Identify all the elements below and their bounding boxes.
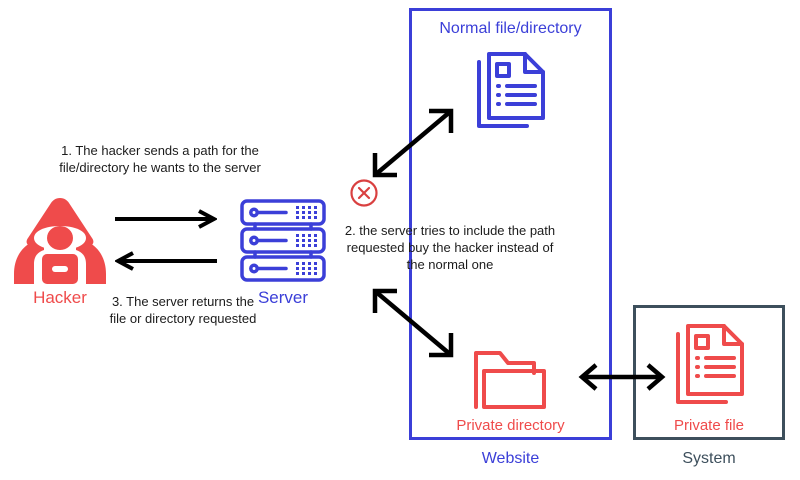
double-headed-horizontal-arrow-icon xyxy=(578,360,666,394)
x-circle-icon xyxy=(349,178,379,208)
open-folder-icon xyxy=(470,345,554,413)
arrow-right-icon xyxy=(115,208,219,230)
private-directory-label: Private directory xyxy=(456,417,565,434)
system-boundary-box xyxy=(633,305,785,440)
hacker-hooded-figure-icon xyxy=(12,198,108,284)
server-rack-icon xyxy=(238,198,328,284)
double-headed-diagonal-arrow-down-icon xyxy=(367,283,459,363)
arrow-left-icon xyxy=(113,250,217,272)
website-label: Website xyxy=(481,450,540,467)
step-3-description: 3. The server returns the file or direct… xyxy=(109,294,257,327)
document-stack-icon xyxy=(670,320,750,410)
hacker-label: Hacker xyxy=(33,288,87,307)
normal-file-directory-label: Normal file/directory xyxy=(439,20,582,37)
system-label: System xyxy=(682,450,736,467)
double-headed-diagonal-arrow-up-icon xyxy=(367,103,459,183)
website-boundary-box xyxy=(409,8,612,440)
document-stack-icon xyxy=(469,46,553,134)
server-label: Server xyxy=(257,288,309,307)
private-file-label: Private file xyxy=(673,417,745,434)
step-2-description: 2. the server tries to include the path … xyxy=(344,223,556,273)
step-1-description: 1. The hacker sends a path for the file/… xyxy=(59,143,261,176)
